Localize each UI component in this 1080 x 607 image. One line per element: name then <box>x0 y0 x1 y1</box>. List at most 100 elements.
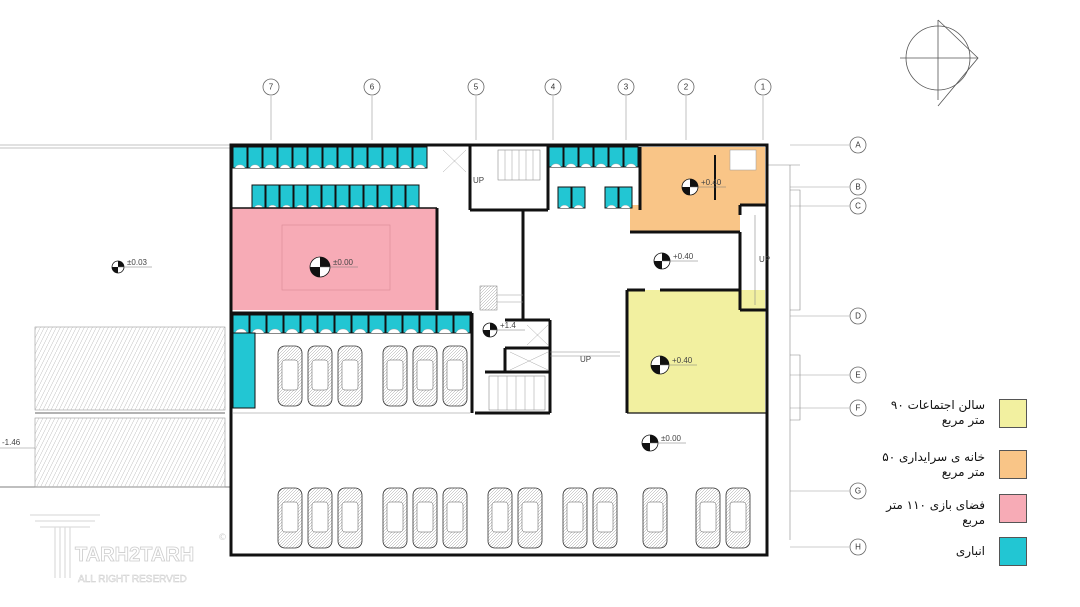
row-grid: A B C D E F G H <box>790 136 867 556</box>
ramp-upper <box>34 326 226 411</box>
storage-cell <box>307 184 322 209</box>
level-marker-play-room: ±0.00 <box>309 256 358 278</box>
parking-spaces <box>277 345 751 549</box>
grid-bubble-4: 4 <box>544 78 562 140</box>
legend-label-play: فضای بازی ۱۱۰ متر مربع <box>886 498 985 527</box>
level-marker-stair-core: +1.4 <box>482 321 525 338</box>
storage-cell <box>335 184 350 209</box>
legend-swatch-meeting <box>999 399 1027 428</box>
storage-cell <box>377 184 392 209</box>
ramp-lower <box>34 417 226 488</box>
storage-cell <box>251 184 266 209</box>
level-marker-caretaker: +0.40 <box>681 178 726 196</box>
storage-cell <box>363 184 378 209</box>
grid-label: H <box>855 543 861 552</box>
grid-label: 3 <box>624 83 629 92</box>
parking-space <box>277 345 303 407</box>
grid-bubble-2: 2 <box>677 78 695 140</box>
up-label: UP <box>759 255 770 264</box>
grid-label: 5 <box>474 83 479 92</box>
grid-bubble-F: F <box>790 399 867 417</box>
walls <box>229 143 769 557</box>
parking-space <box>337 345 363 407</box>
storage-cell <box>321 184 336 209</box>
grid-label: G <box>855 487 861 496</box>
grid-bubble-5: 5 <box>467 78 485 140</box>
parking-space <box>562 487 588 549</box>
level-text: ±0.00 <box>661 434 682 443</box>
level-text: ±0.03 <box>127 258 148 267</box>
storage-cell <box>232 332 256 409</box>
parking-space <box>442 487 468 549</box>
parking-space <box>412 487 438 549</box>
grid-bubble-1: 1 <box>754 78 772 140</box>
storage-cell <box>405 184 420 209</box>
level-marker-meeting-hall: +0.40 <box>650 355 697 375</box>
grid-bubble-H: H <box>790 538 867 556</box>
grid-bubble-C: C <box>790 197 867 215</box>
storage-cell <box>349 184 364 209</box>
watermark-brand: TARH2TARH <box>75 544 194 566</box>
up-label: UP <box>473 176 484 185</box>
north-arrow-icon <box>900 19 979 107</box>
grid-bubble-3: 3 <box>617 78 635 140</box>
grid-bubble-A: A <box>790 136 867 154</box>
legend-label-caretaker: خانه ی سرایداری ۵۰ متر مربع <box>882 450 985 479</box>
parking-space <box>725 487 751 549</box>
level-text-ramp: -1.46 <box>2 438 21 447</box>
parking-space <box>382 487 408 549</box>
legend-swatch-play <box>999 494 1027 523</box>
grid-bubble-D: D <box>790 307 867 325</box>
level-text: +0.40 <box>672 356 693 365</box>
grid-bubble-7: 7 <box>262 78 280 140</box>
parking-space <box>307 487 333 549</box>
storage-cell <box>618 186 633 209</box>
parking-space <box>517 487 543 549</box>
grid-label: 6 <box>370 83 375 92</box>
storage-cell <box>293 184 308 209</box>
parking-space <box>307 345 333 407</box>
grid-label: F <box>856 404 861 413</box>
level-marker-outside: ±0.03 <box>111 258 152 274</box>
copyright-mark: © <box>218 533 227 543</box>
grid-label: 4 <box>551 83 556 92</box>
grid-bubble-B: B <box>790 178 867 196</box>
parking-space <box>412 345 438 407</box>
grid-label: A <box>855 141 861 150</box>
storage-rooms <box>232 146 639 409</box>
legend-label-meeting: سالن اجتماعات ۹۰ متر مربع <box>890 398 985 427</box>
watermark-sub: ALL RIGHT RESERVED <box>78 574 187 585</box>
meeting-hall <box>627 290 765 413</box>
level-text: +1.4 <box>500 321 516 330</box>
stairs <box>442 149 756 411</box>
parking-space <box>695 487 721 549</box>
grid-bubble-G: G <box>790 482 867 500</box>
grid-label: B <box>855 183 860 192</box>
level-text: +0.40 <box>701 178 722 187</box>
column-grid: 7 6 5 4 3 2 1 <box>262 78 772 140</box>
storage-cell <box>604 186 619 209</box>
parking-space <box>337 487 363 549</box>
storage-cell <box>279 184 294 209</box>
parking-space <box>442 345 468 407</box>
storage-cell <box>571 186 586 209</box>
grid-bubble-E: E <box>790 366 867 384</box>
grid-label: C <box>855 202 861 211</box>
legend-swatch-storage <box>999 537 1027 566</box>
level-marker-lobby: +0.40 <box>653 252 698 270</box>
storage-cell <box>391 184 406 209</box>
level-text: +0.40 <box>673 252 694 261</box>
legend-swatch-caretaker <box>999 450 1027 479</box>
parking-space <box>642 487 668 549</box>
legend-label-storage: انباری <box>955 544 985 558</box>
grid-label: 7 <box>269 83 274 92</box>
parking-space <box>277 487 303 549</box>
grid-label: E <box>855 371 860 380</box>
storage-cell <box>265 184 280 209</box>
storage-cell <box>557 186 572 209</box>
up-label: UP <box>580 355 591 364</box>
parking-space <box>487 487 513 549</box>
grid-label: 1 <box>761 83 766 92</box>
grid-label: 2 <box>684 83 689 92</box>
